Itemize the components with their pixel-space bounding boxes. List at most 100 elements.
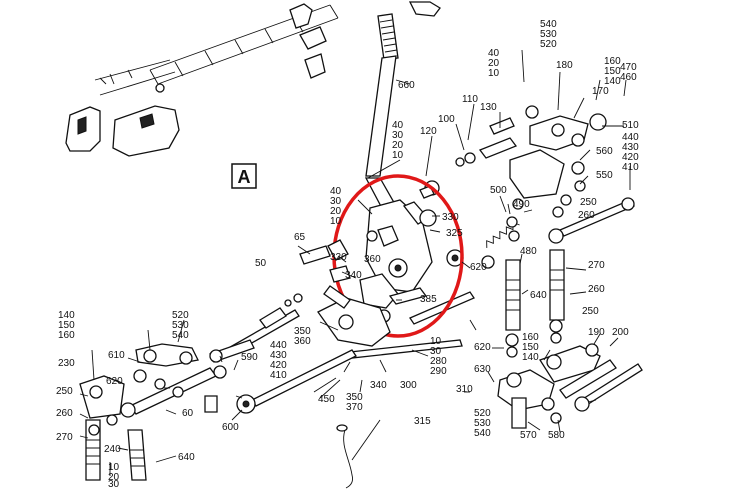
part-label-w30: 30 xyxy=(430,346,442,357)
part-label-r410: 410 xyxy=(622,162,639,173)
part-label-v440: 440 xyxy=(270,340,287,351)
left-link-assembly xyxy=(120,339,255,418)
part-label-w280: 280 xyxy=(430,356,447,367)
part-label-z20: 20 xyxy=(108,472,120,483)
part-label-q530: 530 xyxy=(172,320,189,331)
part-label-p260c: 260 xyxy=(56,408,73,419)
part-label-p620c: 620 xyxy=(106,376,123,387)
part-label-p270a: 270 xyxy=(588,260,605,271)
part-label-s540: 540 xyxy=(540,19,557,30)
part-label-p510: 510 xyxy=(622,120,639,131)
part-label-p325: 325 xyxy=(446,228,463,239)
right-upper-assembly xyxy=(455,105,635,244)
part-label-p660: 660 xyxy=(398,80,415,91)
part-label-v420: 420 xyxy=(270,360,287,371)
part-label-p250b: 250 xyxy=(582,306,599,317)
part-label-v430: 430 xyxy=(270,350,287,361)
part-label-z30: 30 xyxy=(108,479,120,489)
part-label-p340b: 340 xyxy=(370,380,387,391)
part-label-m40: 40 xyxy=(392,120,404,131)
part-label-s520: 520 xyxy=(540,39,557,50)
left-shaft xyxy=(79,375,147,481)
part-label-p600: 600 xyxy=(222,422,239,433)
part-label-p340a: 340 xyxy=(345,270,362,281)
part-label-l10: 10 xyxy=(330,216,342,227)
part-label-p60: 60 xyxy=(182,408,194,419)
part-label-l30: 30 xyxy=(330,196,342,207)
part-label-p310: 310 xyxy=(456,384,473,395)
rod-440 xyxy=(236,349,357,414)
part-label-p65: 65 xyxy=(294,232,306,243)
part-label-p450: 450 xyxy=(318,394,335,405)
part-label-u140: 140 xyxy=(522,352,539,363)
part-label-p200: 200 xyxy=(612,327,629,338)
part-label-p250c: 250 xyxy=(56,386,73,397)
part-label-p350b: 350 xyxy=(346,392,363,403)
part-label-s150a: 150 xyxy=(604,66,621,77)
part-label-p250a: 250 xyxy=(580,197,597,208)
leader-lines xyxy=(79,49,631,476)
part-label-w10: 10 xyxy=(430,336,442,347)
part-label-s140a: 140 xyxy=(604,76,621,87)
part-label-p640b: 640 xyxy=(178,452,195,463)
part-label-y520: 520 xyxy=(474,408,491,419)
part-label-p350a: 350 xyxy=(294,326,311,337)
part-label-m20: 20 xyxy=(392,140,404,151)
part-label-p630: 630 xyxy=(474,364,491,375)
part-label-r420: 420 xyxy=(622,152,639,163)
part-label-p120: 120 xyxy=(420,126,437,137)
part-label-u150: 150 xyxy=(522,342,539,353)
center-shaft xyxy=(505,249,565,358)
part-label-q150: 150 xyxy=(58,320,75,331)
part-label-p610: 610 xyxy=(108,350,125,361)
part-label-p500: 500 xyxy=(490,185,507,196)
part-label-l40: 40 xyxy=(330,186,342,197)
part-label-l20: 20 xyxy=(330,206,342,217)
base-plate xyxy=(299,239,463,359)
part-label-p480: 480 xyxy=(520,246,537,257)
part-label-y540: 540 xyxy=(474,428,491,439)
lower-right-arms xyxy=(497,343,643,429)
part-label-p490: 490 xyxy=(513,199,530,210)
part-label-p590: 590 xyxy=(241,352,258,363)
part-label-w290: 290 xyxy=(430,366,447,377)
part-label-p170: 170 xyxy=(592,86,609,97)
part-label-y530: 530 xyxy=(474,418,491,429)
part-label-p370: 370 xyxy=(346,402,363,413)
part-label-p620a: 620 xyxy=(470,262,487,273)
part-label-s470: 470 xyxy=(620,62,637,73)
part-label-s530: 530 xyxy=(540,29,557,40)
part-label-c20a: 20 xyxy=(488,58,500,69)
bracket-assembly xyxy=(359,180,475,325)
part-label-q520: 520 xyxy=(172,310,189,321)
part-label-p330: 330 xyxy=(442,212,459,223)
part-label-p315: 315 xyxy=(414,416,431,427)
part-label-p550: 550 xyxy=(596,170,613,181)
spring xyxy=(481,198,524,269)
part-label-p260b: 260 xyxy=(588,284,605,295)
part-label-s460: 460 xyxy=(620,72,637,83)
part-label-p190: 190 xyxy=(588,327,605,338)
part-label-p50: 50 xyxy=(255,258,267,269)
part-label-c10a: 10 xyxy=(488,68,500,79)
part-label-p570: 570 xyxy=(520,430,537,441)
part-label-q140: 140 xyxy=(58,310,75,321)
section-marker: A xyxy=(231,163,257,189)
part-label-p360: 360 xyxy=(364,254,381,265)
part-label-c40a: 40 xyxy=(488,48,500,59)
part-label-p320: 320 xyxy=(330,252,347,263)
part-label-p180: 180 xyxy=(556,60,573,71)
part-label-p270b: 270 xyxy=(56,432,73,443)
part-label-p580: 580 xyxy=(548,430,565,441)
part-label-m30: 30 xyxy=(392,130,404,141)
part-label-p230: 230 xyxy=(58,358,75,369)
section-letter: A xyxy=(238,167,251,187)
part-label-m10: 10 xyxy=(392,150,404,161)
part-label-p385: 385 xyxy=(420,294,437,305)
part-label-u160: 160 xyxy=(522,332,539,343)
tractor-frame-assembly xyxy=(65,1,441,157)
part-label-r440: 440 xyxy=(622,132,639,143)
